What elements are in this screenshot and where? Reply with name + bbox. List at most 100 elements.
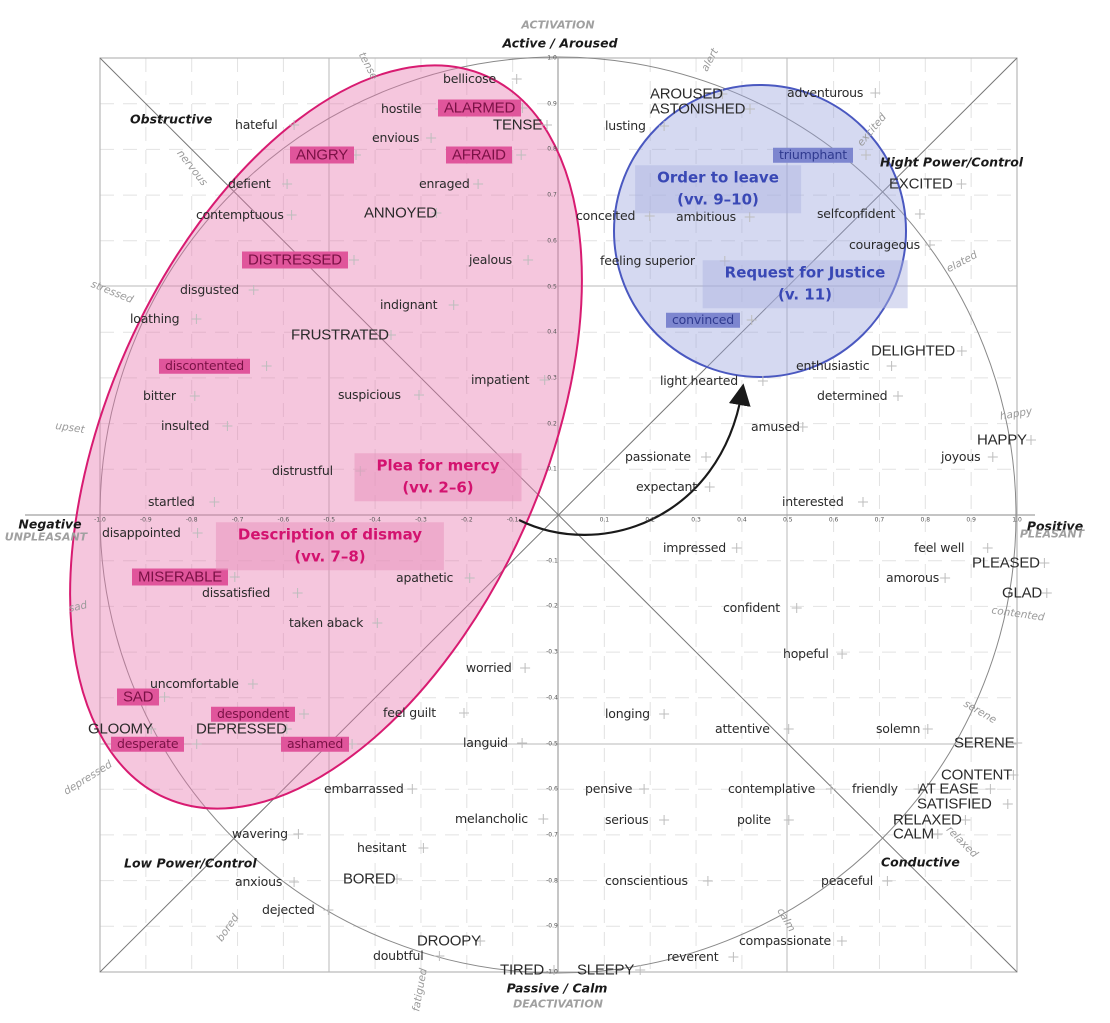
emotion-label: conceited [576,207,636,223]
emotion-label: ashamed [281,736,350,752]
emotion-label: despondent [211,706,296,722]
y-tick-label: 0.5 [547,283,557,290]
emotion-label: apathetic [396,569,454,585]
y-tick-label: 0.6 [547,237,557,245]
emotion-label: determined [817,387,888,403]
emotion-label: DEPRESSED [196,720,287,738]
axis-right-sub: PLEASANT [1019,527,1085,541]
x-tick-label: 1.0 [1012,516,1022,524]
emotion-label: light hearted [660,372,739,388]
emotion-label: desperate [111,736,185,752]
section-annotation: Request for Justice(v. 11) [702,260,908,308]
emotion-label: anxious [235,873,283,889]
x-tick-label: 0.3 [691,516,701,524]
y-tick-label: -0.8 [546,877,558,885]
emotion-label: contemptuous [196,206,284,222]
emotion-label: AT EASE [918,780,979,798]
emotion-label: impressed [663,539,726,555]
emotion-label: feel well [914,539,965,555]
emotion-label: hesitant [357,839,407,855]
emotion-label: embarrassed [324,780,404,796]
emotion-label: peaceful [821,872,874,888]
x-tick-label: -0.7 [231,516,244,524]
emotion-label: interested [782,493,844,509]
y-tick-label: -0.5 [546,740,558,747]
emotion-label: hopeful [783,645,829,661]
emotion-label: wavering [232,825,288,841]
y-tick-label: 0.8 [547,145,557,153]
x-tick-label: 0.9 [966,516,976,524]
emotion-label: longing [605,705,650,721]
emotion-label: GLOOMY [88,720,153,738]
emotion-label: jealous [469,251,512,267]
emotion-label: insulted [161,417,210,433]
section-annotation: Order to leave(vv. 9–10) [635,165,801,213]
x-tick-label: 0.6 [828,516,839,524]
emotion-label: lusting [605,117,646,133]
emotion-label: feeling superior [600,252,695,268]
x-tick-label: -0.6 [277,516,290,524]
y-tick-label: 0.3 [547,374,557,382]
axis-top-title: Active / Aroused [502,35,618,51]
x-tick-label: -0.2 [460,516,473,524]
emotion-label: amused [751,418,800,434]
y-tick-label: 0.9 [547,100,557,108]
blue-region-circle [613,84,907,378]
emotion-label: SATISFIED [917,795,992,813]
transition-arrow [518,383,751,536]
unit-circle [99,56,1017,974]
emotion-label: distrustful [272,462,333,478]
emotion-label: suspicious [338,386,401,402]
emotion-label: disappointed [102,524,181,540]
emotion-label: ANGRY [290,146,355,164]
emotion-label: ASTONISHED [650,100,746,118]
axis-top-sub: ACTIVATION [521,18,595,32]
emotion-label: envious [372,129,420,145]
emotion-label: languid [463,734,508,750]
y-tick-label: 1.0 [547,54,557,62]
emotion-label: confident [723,599,780,615]
emotion-label: DISTRESSED [242,251,348,269]
emotion-label: hateful [235,116,278,132]
y-tick-label: -1.0 [546,968,558,976]
x-tick-label: -0.9 [139,516,152,524]
emotion-label: disgusted [180,281,240,297]
quadrant-label: Hight Power/Control [880,154,1024,170]
emotion-label: AROUSED [650,85,723,103]
emotion-label: taken aback [289,614,364,630]
y-tick-label: -0.3 [546,648,558,656]
pink-region-ellipse [69,64,583,810]
emotion-label: amorous [886,569,940,585]
emotion-label: friendly [852,780,898,796]
section-annotation: Description of dismay(vv. 7–8) [215,522,445,570]
emotion-label: EXCITED [889,175,953,193]
diagonal-low-high-power [99,57,1018,973]
emotion-label: courageous [849,236,920,252]
emotion-label: melancholic [455,810,528,826]
emotion-label: enthusiastic [796,357,870,373]
emotion-label: feel guilt [383,704,436,720]
emotion-label: joyous [941,448,981,464]
x-tick-label: 0.2 [645,516,655,524]
emotion-label: ambitious [676,208,736,224]
x-tick-label: 0.8 [920,516,931,524]
emotion-label: attentive [715,720,770,736]
y-tick-label: -0.2 [546,602,558,610]
quadrant-label: Conductive [881,854,960,870]
emotion-label: ANNOYED [364,204,437,222]
grid-lines [100,58,1017,972]
emotion-label: expectant [636,478,697,494]
emotion-label: HAPPY [977,431,1027,449]
x-tick-label: -0.5 [323,516,336,524]
y-tick-label: -0.4 [546,694,558,702]
axis-bottom-sub: DEACTIVATION [513,997,603,1011]
x-tick-label: 0.4 [737,516,747,524]
emotion-label: AFRAID [446,146,512,164]
emotion-label: defient [228,175,271,191]
emotion-label: TIRED [500,961,545,979]
emotion-label: FRUSTRATED [291,326,389,344]
x-tick-label: -1.0 [94,516,106,524]
emotion-label: ALARMED [438,99,522,117]
y-tick-label: -0.7 [546,831,558,839]
